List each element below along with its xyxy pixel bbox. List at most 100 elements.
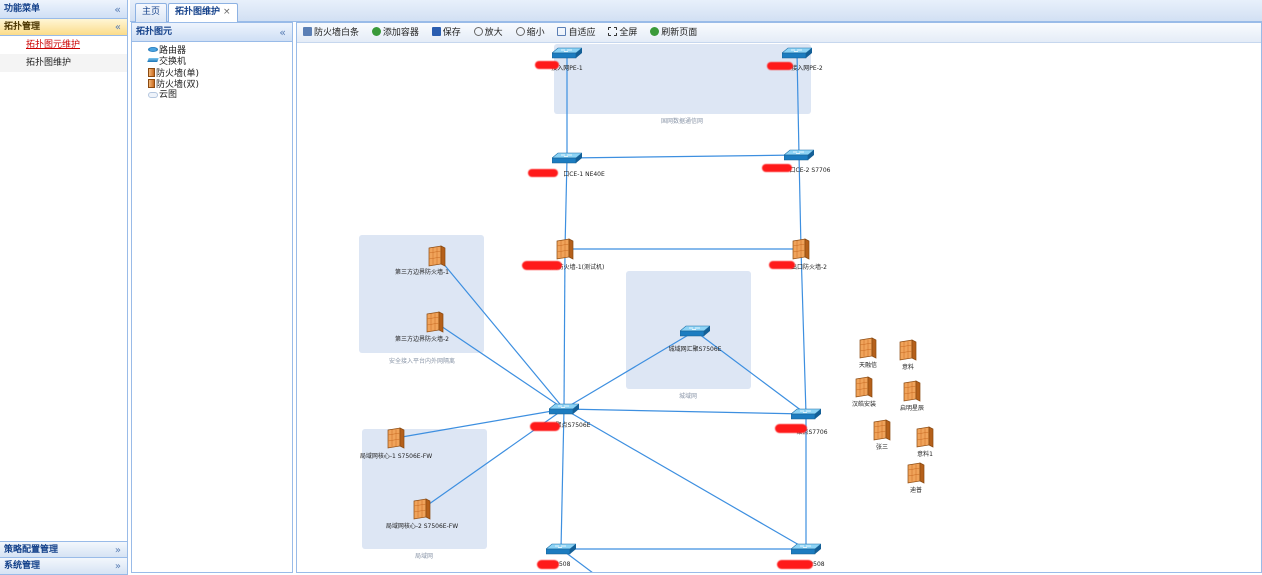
section-label: 拓扑管理 xyxy=(4,22,41,32)
topology-link[interactable] xyxy=(560,408,565,550)
network-group-g2[interactable] xyxy=(359,235,484,353)
cloud-icon xyxy=(148,92,158,98)
switch-icon[interactable] xyxy=(791,408,821,420)
save-icon xyxy=(431,27,441,36)
firewall-icon[interactable] xyxy=(413,498,431,520)
tree-node-firewall-single[interactable]: 防火墙(单) xyxy=(148,68,292,79)
node-label: 出口防火墙-1(测试机) xyxy=(545,264,605,271)
topology-link[interactable] xyxy=(563,248,566,410)
tree-node-cloud[interactable]: 云图 xyxy=(148,90,292,101)
section-system-management[interactable]: 系统管理 » xyxy=(0,558,127,575)
network-group-g4[interactable] xyxy=(362,429,487,549)
add-container-button[interactable]: 添加容器 xyxy=(371,23,419,43)
node-label: 启明星辰 xyxy=(899,405,925,412)
fullscreen-button[interactable]: 全屏 xyxy=(608,23,637,43)
firewall-icon[interactable] xyxy=(428,245,446,267)
redaction-mark xyxy=(769,261,795,269)
network-group-label: 局域网 xyxy=(414,553,434,560)
tab-home[interactable]: 主页 xyxy=(135,3,168,22)
button-label: 自适应 xyxy=(568,28,596,38)
firewall-icon[interactable] xyxy=(855,376,873,398)
network-group-label: 安全接入平台内外网隔离 xyxy=(388,358,456,365)
button-label: 缩小 xyxy=(526,28,545,38)
button-label: 保存 xyxy=(442,28,461,38)
network-group-g1[interactable] xyxy=(554,44,811,114)
topology-link[interactable] xyxy=(563,408,807,415)
zoom-in-button[interactable]: 放大 xyxy=(473,23,503,43)
node-label: 迪普 xyxy=(909,487,923,494)
button-label: 防火墙白条 xyxy=(314,28,360,38)
tree-node-firewall-double[interactable]: 防火墙(双) xyxy=(148,79,292,90)
firewall-icon xyxy=(148,79,155,88)
firewall-icon[interactable] xyxy=(426,311,444,333)
section-policy-config[interactable]: 策略配置管理 » xyxy=(0,541,127,558)
chevron-down-icon[interactable]: » xyxy=(114,561,121,572)
close-icon[interactable]: × xyxy=(223,7,231,17)
save-button[interactable]: 保存 xyxy=(431,23,461,43)
section-topology-management[interactable]: 拓扑管理 « xyxy=(0,19,127,36)
topology-link[interactable] xyxy=(564,157,568,250)
firewall-list-button[interactable]: 防火墙白条 xyxy=(303,23,359,43)
tab-topology-maintenance[interactable]: 拓扑图维护× xyxy=(168,3,238,23)
switch-icon[interactable] xyxy=(546,543,576,555)
topology-link[interactable] xyxy=(694,330,807,415)
chevron-up-icon[interactable]: « xyxy=(114,22,121,33)
menu-item-topology-maintenance[interactable]: 拓扑图维护 xyxy=(0,54,127,72)
node-label: S12508 xyxy=(547,561,571,568)
switch-icon[interactable] xyxy=(680,325,710,337)
switch-icon[interactable] xyxy=(552,152,582,164)
tree-node-label: 路由器 xyxy=(159,46,187,56)
switch-icon[interactable] xyxy=(549,403,579,415)
topology-link[interactable] xyxy=(566,154,800,159)
topology-link[interactable] xyxy=(395,408,565,439)
chevron-down-icon[interactable]: » xyxy=(114,545,121,556)
node-label: 局域网核心-2 S7506E-FW xyxy=(385,523,459,530)
topology-link[interactable] xyxy=(434,321,565,410)
switch-icon[interactable] xyxy=(791,543,821,555)
menu-item-element-maintenance[interactable]: 拓扑图元维护 xyxy=(26,40,81,50)
switch-icon[interactable] xyxy=(784,149,814,161)
collapse-icon[interactable]: « xyxy=(114,3,121,16)
fullscreen-icon xyxy=(608,27,618,36)
tab-bar: 主页 拓扑图维护× xyxy=(130,0,1262,23)
zoom-in-icon xyxy=(473,27,483,36)
function-menu: 功能菜单 « 拓扑管理 « 拓扑图元维护 拓扑图维护 策略配置管理 » 系统管理… xyxy=(0,0,128,575)
topology-link[interactable] xyxy=(798,154,802,250)
firewall-icon[interactable] xyxy=(916,426,934,448)
firewall-icon[interactable] xyxy=(387,427,405,449)
firewall-icon[interactable] xyxy=(903,380,921,402)
firewall-icon[interactable] xyxy=(792,238,810,260)
collapsed-sections: 策略配置管理 » 系统管理 » xyxy=(0,541,127,575)
fit-button[interactable]: 自适应 xyxy=(557,23,595,43)
firewall-icon[interactable] xyxy=(556,238,574,260)
collapse-icon[interactable]: « xyxy=(279,26,286,39)
redaction-mark xyxy=(777,560,813,569)
tree-node-switch[interactable]: 交换机 xyxy=(147,57,292,68)
router-icon xyxy=(148,47,158,52)
firewall-icon[interactable] xyxy=(907,462,925,484)
refresh-button[interactable]: 刷新页面 xyxy=(650,23,697,43)
topology-toolbar: 防火墙白条 添加容器 保存 放大 缩小 自适应 全屏 刷新页面 xyxy=(297,23,1261,43)
topology-link[interactable] xyxy=(796,52,800,156)
firewall-icon[interactable] xyxy=(899,339,917,361)
switch-icon[interactable] xyxy=(552,47,582,59)
switch-icon[interactable] xyxy=(782,47,812,59)
add-icon xyxy=(371,27,381,36)
tree-node-label: 防火墙(双) xyxy=(156,80,200,90)
section-label: 策略配置管理 xyxy=(4,545,59,555)
zoom-out-button[interactable]: 缩小 xyxy=(515,23,545,43)
redaction-mark xyxy=(775,424,807,433)
topology-link[interactable] xyxy=(800,248,807,415)
topology-link[interactable] xyxy=(436,255,565,410)
tree-node-router[interactable]: 路由器 xyxy=(148,46,292,57)
node-label: 局域网核心-1 S7506E-FW xyxy=(359,453,433,460)
firewall-icon[interactable] xyxy=(873,419,891,441)
topology-link[interactable] xyxy=(563,408,807,550)
firewall-icon[interactable] xyxy=(859,337,877,359)
topology-link[interactable] xyxy=(563,330,696,410)
redaction-mark xyxy=(537,560,559,569)
tree-node-label: 云图 xyxy=(159,90,178,100)
button-label: 刷新页面 xyxy=(661,28,698,38)
